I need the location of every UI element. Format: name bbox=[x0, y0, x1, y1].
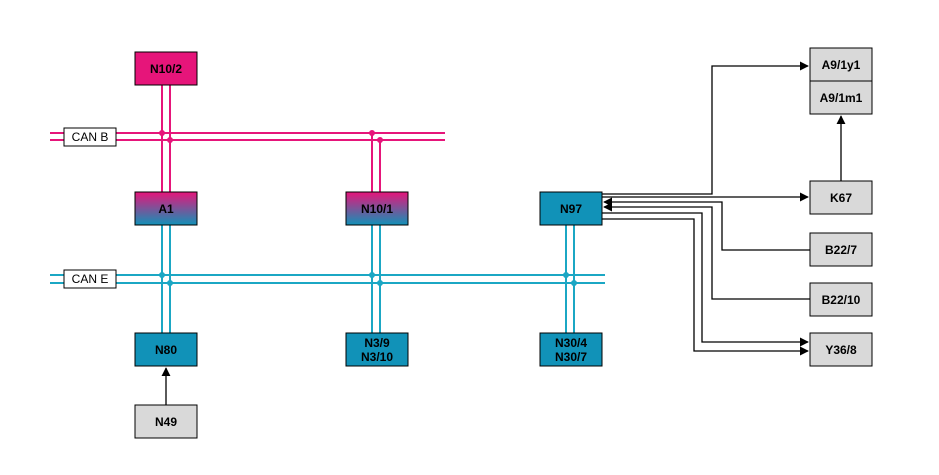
component-y36-8: Y36/8 bbox=[809, 332, 873, 367]
module-n10-1: N10/1 bbox=[345, 191, 409, 226]
module-n30-7-label: N30/7 bbox=[555, 350, 587, 364]
can-e-junctions bbox=[159, 272, 577, 286]
module-a1: A1 bbox=[134, 191, 198, 226]
module-n3: N3/9 N3/10 bbox=[345, 332, 409, 367]
module-n80: N80 bbox=[134, 332, 198, 367]
module-n30-4-label: N30/4 bbox=[555, 336, 587, 350]
component-a9-1y1-label: A9/1y1 bbox=[822, 58, 861, 72]
component-b22-7-label: B22/7 bbox=[825, 243, 857, 257]
module-n97-label: N97 bbox=[560, 202, 582, 216]
component-a9-1m1-label: A9/1m1 bbox=[820, 91, 863, 105]
arrow-n97-to-y36-8-b bbox=[602, 218, 809, 356]
module-a1-label: A1 bbox=[158, 202, 174, 216]
component-b22-10-label: B22/10 bbox=[822, 293, 861, 307]
can-b-junctions bbox=[159, 130, 383, 143]
component-k67-label: K67 bbox=[830, 191, 852, 205]
arrow-n97-to-a9-1y1 bbox=[602, 61, 809, 195]
component-k67: K67 bbox=[809, 180, 873, 215]
module-n3-9-label: N3/9 bbox=[364, 336, 390, 350]
component-b22-10: B22/10 bbox=[809, 282, 873, 317]
arrow-n97-to-y36-8-a bbox=[602, 212, 809, 347]
can-b-label: CAN B bbox=[72, 130, 109, 144]
module-n80-label: N80 bbox=[155, 343, 177, 357]
component-n49: N49 bbox=[134, 404, 198, 439]
module-n97: N97 bbox=[539, 191, 603, 226]
component-n49-label: N49 bbox=[155, 415, 177, 429]
module-n30: N30/4 N30/7 bbox=[539, 332, 603, 367]
arrow-b22-7-to-n97 bbox=[603, 197, 810, 251]
component-a9-1: A9/1y1 A9/1m1 bbox=[809, 47, 873, 115]
can-e-bus bbox=[50, 225, 605, 333]
module-n10-2-label: N10/2 bbox=[150, 62, 182, 76]
can-e-label-box: CAN E bbox=[63, 269, 117, 289]
module-n10-2: N10/2 bbox=[134, 51, 198, 86]
module-n3-10-label: N3/10 bbox=[361, 350, 393, 364]
can-e-label: CAN E bbox=[72, 272, 109, 286]
module-n10-1-label: N10/1 bbox=[361, 202, 393, 216]
component-b22-7: B22/7 bbox=[809, 232, 873, 267]
arrow-b22-10-to-n97 bbox=[603, 202, 810, 300]
component-y36-8-label: Y36/8 bbox=[825, 343, 857, 357]
can-b-label-box: CAN B bbox=[63, 127, 117, 147]
